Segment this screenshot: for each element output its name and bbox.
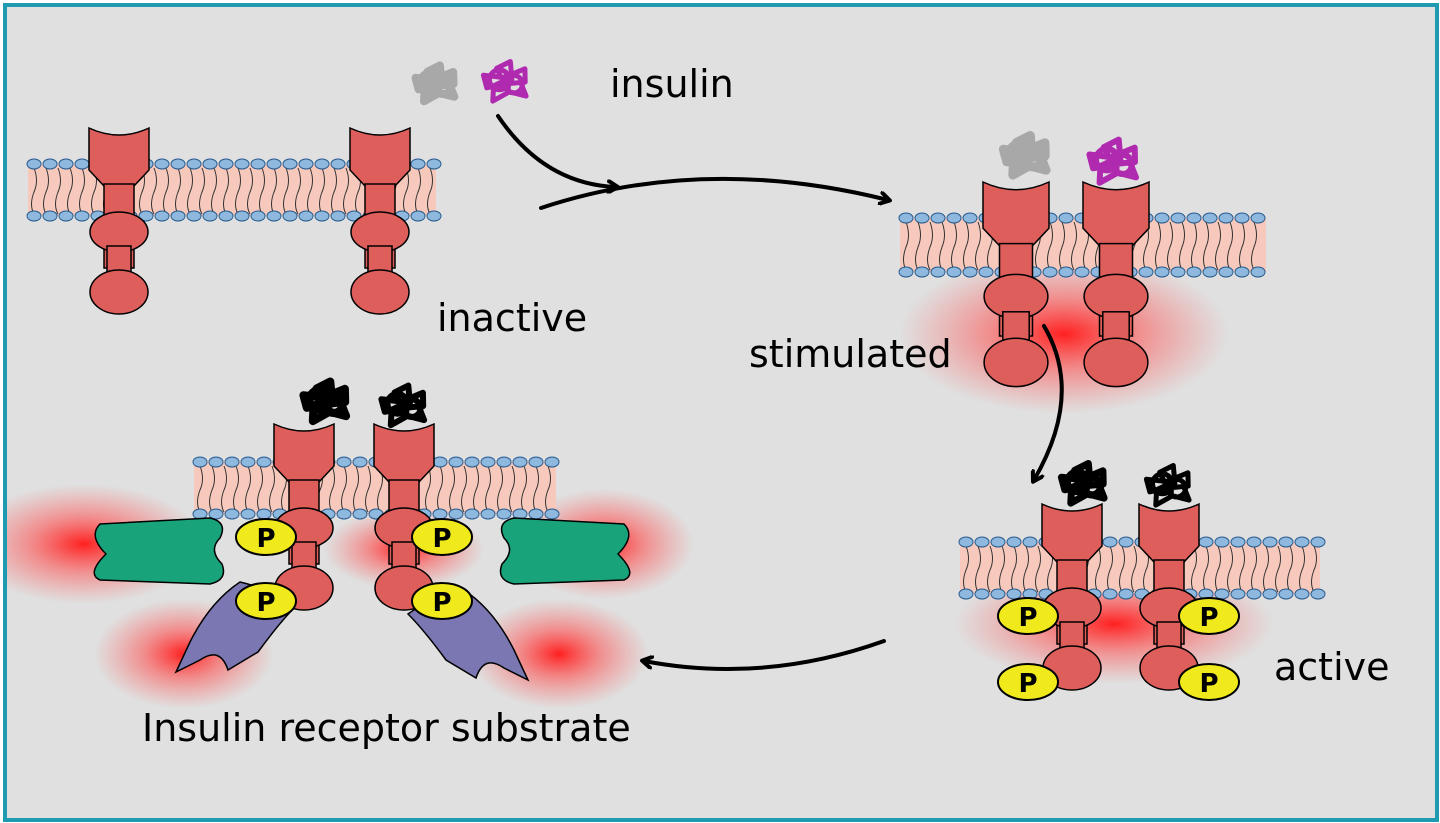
- label-insulin-receptor-substrate: Insulin receptor substrate: [142, 706, 631, 750]
- label-active: active: [1274, 645, 1390, 689]
- label-inactive: inactive: [437, 296, 588, 340]
- receptor-active-right: [1138, 502, 1200, 691]
- arrow-insulin-binding-branch: [496, 114, 616, 187]
- phosphate-substrate-3: P: [235, 582, 297, 620]
- svg-text:P: P: [1199, 669, 1218, 699]
- label-insulin: insulin: [610, 62, 734, 106]
- glow-irs-4: [469, 599, 649, 709]
- svg-text:P: P: [256, 588, 275, 618]
- irs-green-left: [93, 517, 225, 585]
- phosphate-substrate-2: P: [411, 518, 473, 556]
- insulin-bound-purple: [1086, 136, 1139, 186]
- receptor-substrate-right: [373, 422, 435, 611]
- phosphate-substrate-1: P: [235, 518, 297, 556]
- receptor-stimulated-right: [1082, 180, 1150, 388]
- phosphate-active-3: P: [997, 663, 1059, 701]
- arrow-inactive-to-stimulated: [539, 176, 888, 210]
- svg-text:P: P: [432, 524, 451, 554]
- insulin-chain-purple: [480, 59, 529, 104]
- arrow-stimulated-to-active: [1034, 324, 1064, 480]
- arrow-group: [496, 114, 1064, 671]
- insulin-active-b: [1143, 463, 1192, 508]
- phosphate-active-2: P: [1178, 597, 1240, 635]
- diagram-frame: P P P P P P P P insulin inactive stimulated act…: [3, 3, 1439, 822]
- insulin-substrate-b: [378, 382, 428, 429]
- insulin-active-a: [1057, 460, 1108, 507]
- receptor-substrate-left: [273, 422, 335, 611]
- membrane-active: [958, 536, 1326, 600]
- receptor-inactive-left: [88, 126, 150, 315]
- svg-text:P: P: [256, 524, 275, 554]
- receptor-stimulated-left: [982, 180, 1050, 388]
- phosphate-active-1: P: [997, 597, 1059, 635]
- irs-green-right: [499, 517, 631, 585]
- svg-text:P: P: [1018, 603, 1037, 633]
- insulin-bound-grey: [998, 131, 1051, 180]
- label-stimulated: stimulated: [749, 332, 952, 376]
- receptor-group: [88, 126, 1200, 691]
- svg-text:P: P: [432, 588, 451, 618]
- insulin-group: [299, 59, 1192, 508]
- phosphate-active-4: P: [1178, 663, 1240, 701]
- svg-text:P: P: [1199, 603, 1218, 633]
- insulin-substrate-a: [299, 377, 351, 426]
- phosphate-substrate-4: P: [411, 582, 473, 620]
- receptor-inactive-right: [349, 126, 411, 315]
- insulin-chain-grey: [411, 61, 459, 106]
- receptor-active-left: [1041, 502, 1103, 691]
- diagram-canvas: P P P P P P P P: [7, 59, 1326, 709]
- phosphate-group: P P P P P P P P: [235, 518, 1240, 701]
- svg-text:P: P: [1018, 669, 1037, 699]
- arrow-active-to-substrate: [644, 639, 886, 671]
